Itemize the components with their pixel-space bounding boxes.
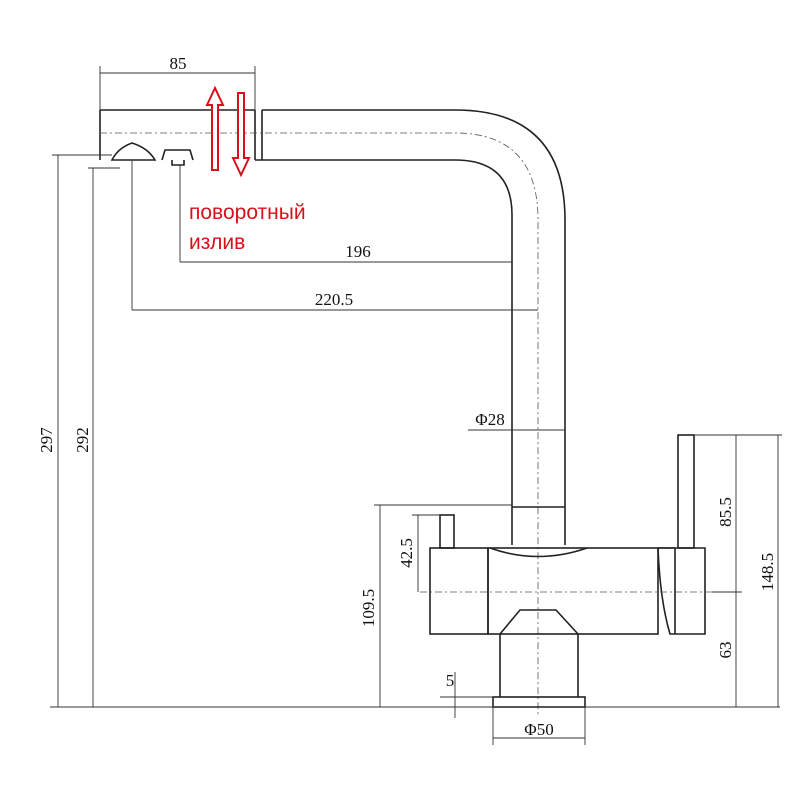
left-lever	[439, 514, 455, 549]
right-handle-sleeve	[658, 547, 676, 634]
dim-42-5-line	[412, 514, 440, 592]
dim-220-5-label: 220.5	[315, 290, 353, 309]
up-arrow-icon	[205, 85, 225, 171]
down-arrow-icon	[231, 92, 251, 178]
dim-50-line	[492, 707, 586, 745]
dim-85-line	[99, 66, 256, 110]
dim-297-label: 297	[37, 427, 56, 453]
dim-297-line	[52, 154, 112, 707]
dim-292-line	[88, 167, 120, 707]
spout-inner-edge	[262, 159, 513, 507]
annotation-line-2: излив	[189, 231, 245, 254]
dim-109-5-line	[374, 504, 512, 707]
dim-196-label: 196	[345, 242, 371, 261]
dim-196-line	[179, 165, 512, 263]
left-handle-body	[429, 547, 489, 635]
dim-85-5-label: 85.5	[716, 497, 735, 527]
right-lever	[677, 434, 695, 549]
spout-outer-edge	[99, 109, 566, 507]
dim-5-label: 5	[446, 671, 455, 690]
dimension-labels: 85 196 220.5 Φ28 Φ50 5 297 292 42.5 109.…	[37, 54, 777, 739]
dimension-lines	[52, 66, 782, 745]
right-handle-cone	[657, 547, 706, 635]
dim-50-label: Φ50	[524, 720, 553, 739]
main-aerator	[110, 142, 157, 161]
dim-148-5-label: 148.5	[758, 553, 777, 591]
dim-85-label: 85	[170, 54, 187, 73]
dim-292-label: 292	[73, 427, 92, 453]
dim-148-5-line	[742, 434, 782, 707]
dim-220-5-line	[131, 160, 538, 311]
dim-85-5-line	[694, 434, 742, 592]
base-plate	[492, 696, 586, 708]
faucet-body	[99, 109, 712, 715]
neck-collar	[511, 506, 566, 545]
neck-transition	[489, 547, 588, 558]
dim-109-5-label: 109.5	[359, 589, 378, 627]
dim-5-line	[440, 672, 493, 718]
filter-outlet	[161, 149, 194, 166]
main-body-block	[487, 547, 659, 635]
spout-centerline	[100, 132, 539, 715]
annotation-line-1: поворотный	[189, 201, 306, 224]
dim-42-5-label: 42.5	[397, 538, 416, 568]
up-down-arrows-icon	[205, 85, 251, 178]
dim-63-label: 63	[716, 642, 735, 659]
dim-28-label: Φ28	[475, 410, 504, 429]
spout-end-cap	[254, 110, 263, 161]
lower-stem	[499, 609, 579, 697]
dim-63-line	[712, 591, 742, 707]
